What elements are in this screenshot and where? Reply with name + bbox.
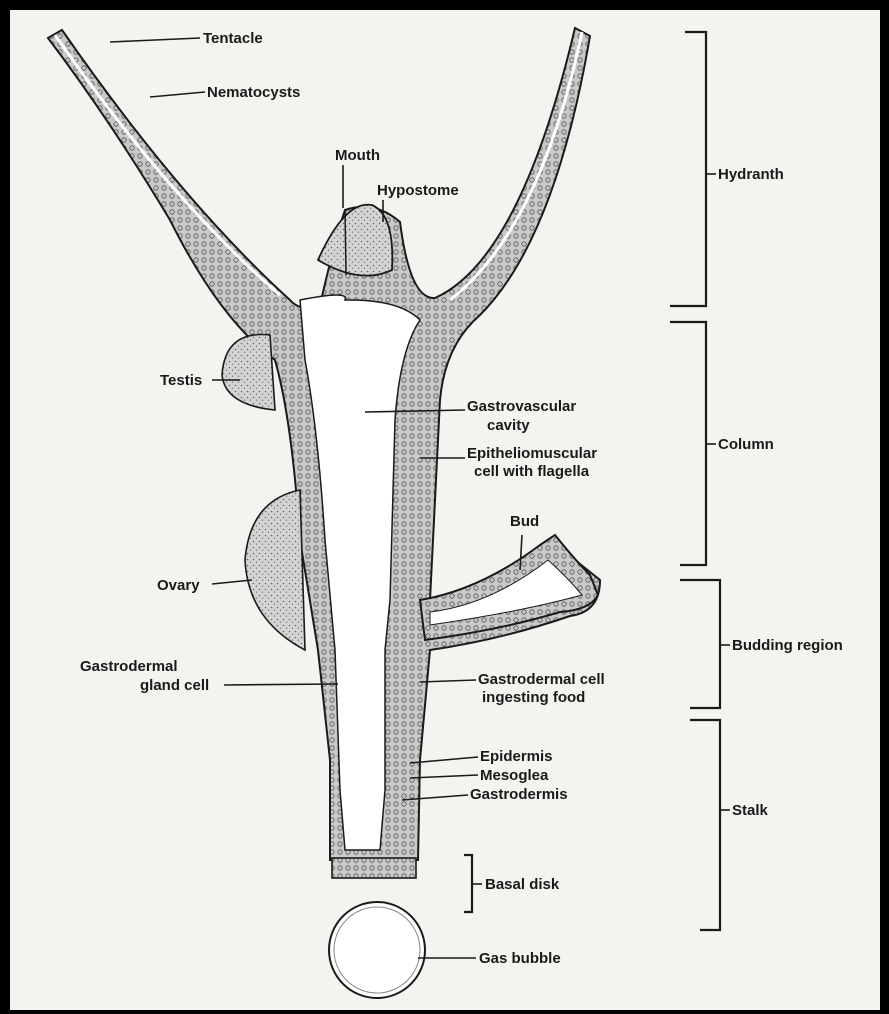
label-basal-disk: Basal disk	[485, 876, 560, 893]
label-tentacle: Tentacle	[203, 30, 263, 47]
label-gastrodermis: Gastrodermis	[470, 786, 568, 803]
label-ovary: Ovary	[157, 577, 200, 594]
basal-disk-shape	[332, 858, 416, 878]
label-gastrodermal-gland-1: Gastrodermal	[80, 658, 178, 675]
label-epidermis: Epidermis	[480, 748, 553, 765]
label-bud: Bud	[510, 513, 539, 530]
mouth-slit	[345, 210, 346, 275]
gas-bubble-shape	[329, 902, 425, 998]
region-column: Column	[718, 436, 774, 453]
label-gastrodermal-ingesting-1: Gastrodermal cell	[478, 671, 605, 688]
bracket-hydranth	[670, 32, 706, 306]
bracket-budding	[680, 580, 720, 708]
label-epitheliomuscular-1: Epitheliomuscular	[467, 445, 597, 462]
label-gastrodermal-ingesting-2: ingesting food	[482, 689, 585, 706]
bracket-column	[670, 322, 706, 565]
region-stalk: Stalk	[732, 802, 769, 819]
label-epitheliomuscular-2: cell with flagella	[474, 463, 590, 480]
label-gastrodermal-gland-2: gland cell	[140, 677, 209, 694]
bracket-basal-disk	[464, 855, 472, 912]
hydra-diagram: Tentacle Nematocysts Mouth Hypostome Tes…	[10, 10, 880, 1010]
region-budding: Budding region	[732, 637, 843, 654]
label-gastrovascular-2: cavity	[487, 417, 530, 434]
label-gastrovascular-1: Gastrovascular	[467, 398, 576, 415]
label-hypostome: Hypostome	[377, 182, 459, 199]
label-gas-bubble: Gas bubble	[479, 950, 561, 967]
labels: Tentacle Nematocysts Mouth Hypostome Tes…	[80, 30, 843, 967]
hypostome-shape	[318, 205, 392, 276]
label-mesoglea: Mesoglea	[480, 767, 549, 784]
testis-shape	[222, 335, 275, 411]
diagram-paper: Tentacle Nematocysts Mouth Hypostome Tes…	[10, 10, 880, 1010]
label-nematocysts: Nematocysts	[207, 84, 300, 101]
bracket-stalk	[690, 720, 720, 930]
label-mouth: Mouth	[335, 147, 380, 164]
label-testis: Testis	[160, 372, 202, 389]
region-hydranth: Hydranth	[718, 166, 784, 183]
ovary-shape	[245, 490, 305, 650]
